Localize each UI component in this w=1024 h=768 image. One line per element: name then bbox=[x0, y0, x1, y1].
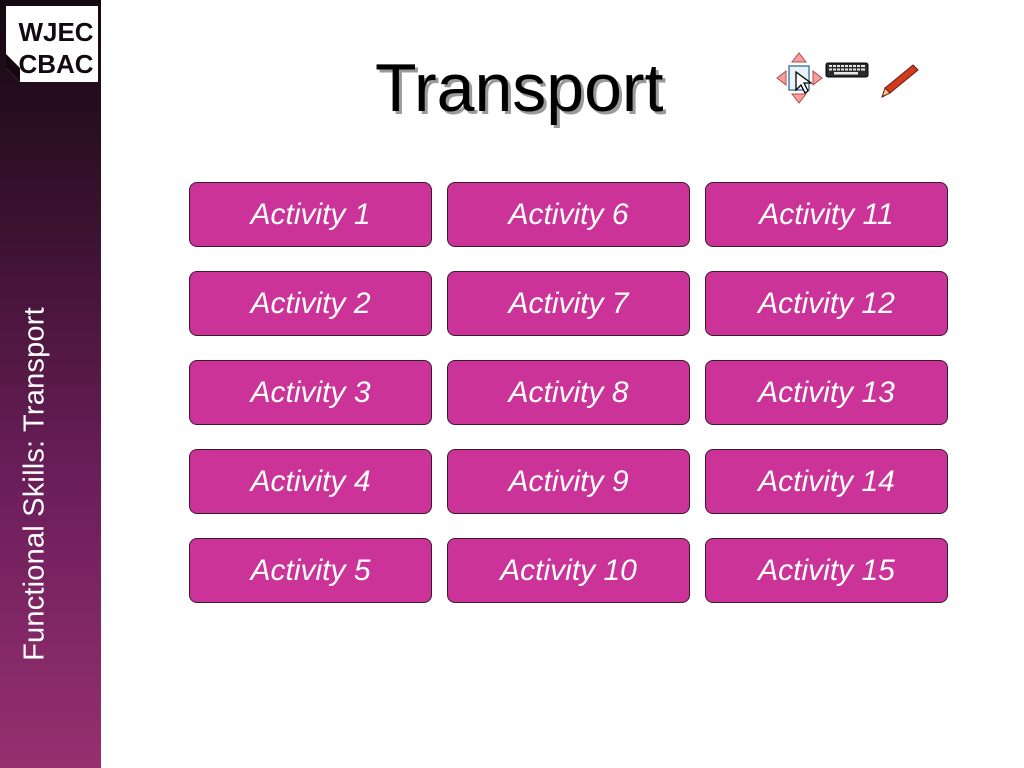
activity-8-button[interactable]: Activity 8 bbox=[447, 360, 690, 425]
activity-10-button[interactable]: Activity 10 bbox=[447, 538, 690, 603]
activity-15-button[interactable]: Activity 15 bbox=[705, 538, 948, 603]
sidebar-caption: Functional Skills: Transport bbox=[18, 307, 51, 661]
activity-2-button[interactable]: Activity 2 bbox=[189, 271, 432, 336]
activity-grid: Activity 1 Activity 6 Activity 11 Activi… bbox=[189, 182, 948, 603]
activity-3-button[interactable]: Activity 3 bbox=[189, 360, 432, 425]
activity-13-button[interactable]: Activity 13 bbox=[705, 360, 948, 425]
pencil-icon bbox=[881, 64, 919, 98]
activity-14-button[interactable]: Activity 14 bbox=[705, 449, 948, 514]
activity-4-button[interactable]: Activity 4 bbox=[189, 449, 432, 514]
activity-6-button[interactable]: Activity 6 bbox=[447, 182, 690, 247]
keyboard-icon bbox=[825, 62, 869, 78]
activity-9-button[interactable]: Activity 9 bbox=[447, 449, 690, 514]
activity-5-button[interactable]: Activity 5 bbox=[189, 538, 432, 603]
activity-11-button[interactable]: Activity 11 bbox=[705, 182, 948, 247]
activity-1-button[interactable]: Activity 1 bbox=[189, 182, 432, 247]
logo-text-cbac: CBAC bbox=[18, 49, 93, 79]
sidebar: WJEC CBAC Functional Skills: Transport bbox=[0, 0, 101, 768]
page-title: Transport bbox=[375, 50, 664, 126]
activity-7-button[interactable]: Activity 7 bbox=[447, 271, 690, 336]
wjec-cbac-logo: WJEC CBAC bbox=[6, 6, 98, 82]
activity-12-button[interactable]: Activity 12 bbox=[705, 271, 948, 336]
move-arrows-icon bbox=[776, 52, 823, 104]
activity-type-icons bbox=[776, 52, 921, 104]
logo-text-wjec: WJEC bbox=[18, 17, 93, 47]
